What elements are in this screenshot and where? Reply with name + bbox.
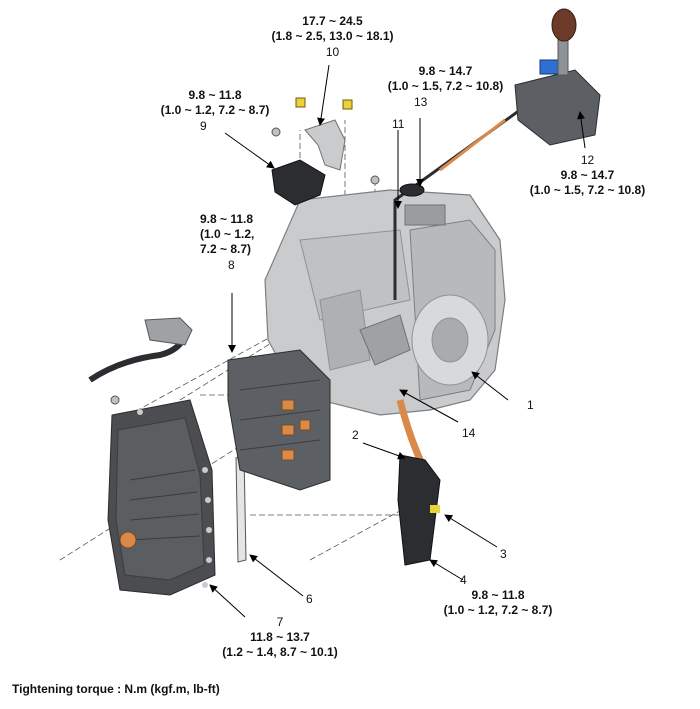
callout-number: 8 <box>228 258 235 272</box>
callout-3: 3 <box>500 546 507 562</box>
callout-number: 9 <box>200 119 207 133</box>
torque-units-note: Tightening torque : N.m (kgf.m, lb-ft) <box>12 682 220 696</box>
callout-4: 4 9.8 ~ 11.8 (1.0 ~ 1.2, 7.2 ~ 8.7) <box>438 572 558 618</box>
callout-number: 4 <box>460 573 467 587</box>
wiring-harness <box>396 399 441 566</box>
callout-number: 14 <box>462 426 476 440</box>
callout-2: 2 <box>352 427 359 443</box>
transmission-housing <box>264 189 506 416</box>
callout-8: 9.8 ~ 11.8 (1.0 ~ 1.2, 7.2 ~ 8.7) 8 <box>200 212 270 273</box>
callout-number: 13 <box>414 95 428 109</box>
torque-spec: 17.7 ~ 24.5 (1.8 ~ 2.5, 13.0 ~ 18.1) <box>271 14 394 43</box>
callout-11: 11 <box>392 116 404 132</box>
callout-12: 12 9.8 ~ 14.7 (1.0 ~ 1.5, 7.2 ~ 10.8) <box>520 152 655 198</box>
oil-hose <box>88 317 193 405</box>
callout-number: 11 <box>392 117 405 131</box>
callout-number: 10 <box>325 45 340 59</box>
leader-lines <box>209 64 586 618</box>
shift-lever-assembly <box>514 8 601 146</box>
callout-7: 7 11.8 ~ 13.7 (1.2 ~ 1.4, 8.7 ~ 10.1) <box>215 614 345 660</box>
valve-body <box>227 349 331 491</box>
callout-number: 6 <box>306 592 313 606</box>
callout-13: 9.8 ~ 14.7 (1.0 ~ 1.5, 7.2 ~ 10.8) 13 <box>378 64 513 110</box>
callout-number: 7 <box>276 615 284 629</box>
oil-pan <box>107 399 216 596</box>
callout-14: 14 <box>462 425 475 441</box>
torque-spec: 9.8 ~ 14.7 (1.0 ~ 1.5, 7.2 ~ 10.8) <box>387 64 504 93</box>
callout-6: 6 <box>306 591 313 607</box>
manual-lever-bracket <box>304 119 346 171</box>
callout-number: 3 <box>500 547 507 561</box>
callout-number: 12 <box>580 153 595 167</box>
torque-spec: 9.8 ~ 14.7 (1.0 ~ 1.5, 7.2 ~ 10.8) <box>529 168 646 197</box>
callout-number: 1 <box>527 398 534 412</box>
torque-spec: 9.8 ~ 11.8 (1.0 ~ 1.2, 7.2 ~ 8.7) <box>160 88 270 117</box>
callout-10: 17.7 ~ 24.5 (1.8 ~ 2.5, 13.0 ~ 18.1) 10 <box>265 14 400 60</box>
inhibitor-switch <box>271 97 380 206</box>
callout-1: 1 <box>527 397 534 413</box>
torque-spec: 11.8 ~ 13.7 (1.2 ~ 1.4, 8.7 ~ 10.1) <box>222 630 338 659</box>
shift-cable <box>393 108 521 300</box>
torque-spec: 9.8 ~ 11.8 (1.0 ~ 1.2, 7.2 ~ 8.7) <box>443 588 553 617</box>
callout-9: 9.8 ~ 11.8 (1.0 ~ 1.2, 7.2 ~ 8.7) 9 <box>140 88 290 134</box>
callout-number: 2 <box>352 428 359 442</box>
torque-spec: 9.8 ~ 11.8 (1.0 ~ 1.2, 7.2 ~ 8.7) <box>200 212 255 256</box>
